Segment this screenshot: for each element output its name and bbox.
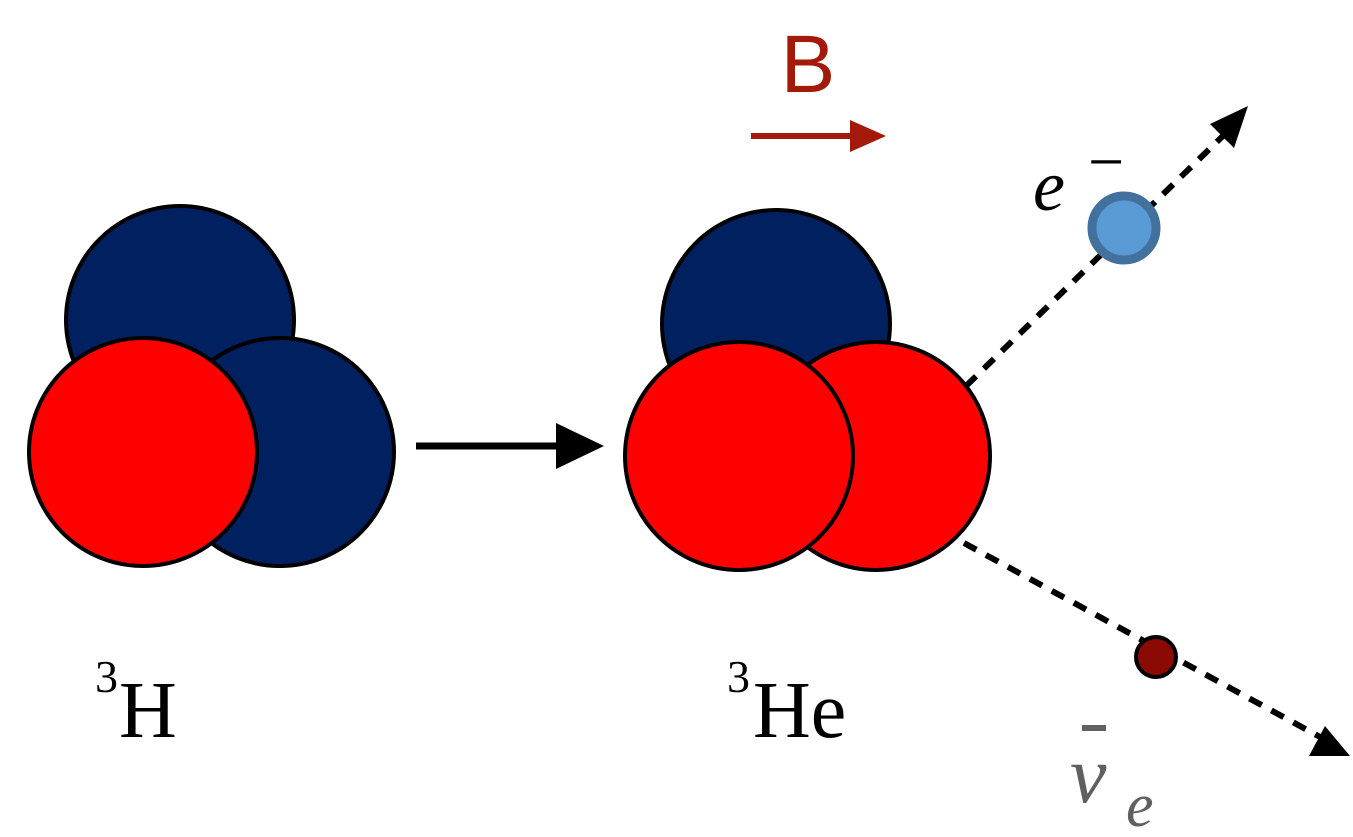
reaction-arrow [416, 423, 604, 469]
electron-particle [1092, 196, 1156, 260]
tritium-mass-number: 3 [95, 651, 118, 702]
field-label: B [781, 19, 836, 110]
antineutrino-label: ν e [1070, 728, 1154, 837]
proton-circle [29, 338, 257, 566]
electron-charge: − [1084, 126, 1127, 197]
antineutrino-subscript: e [1126, 772, 1154, 837]
antineutrino-particle [1136, 637, 1176, 677]
helium3-nucleus [625, 210, 990, 570]
helium3-label: 3 He [727, 651, 846, 755]
proton-circle [625, 342, 853, 570]
electron-symbol: e [1033, 146, 1065, 226]
field-arrow [751, 120, 886, 152]
antineutrino-symbol: ν [1070, 729, 1107, 820]
tritium-nucleus [29, 206, 394, 566]
helium3-symbol: He [753, 667, 846, 755]
tritium-label: 3 H [95, 651, 177, 755]
tritium-symbol: H [119, 667, 177, 755]
helium3-mass-number: 3 [727, 651, 750, 702]
